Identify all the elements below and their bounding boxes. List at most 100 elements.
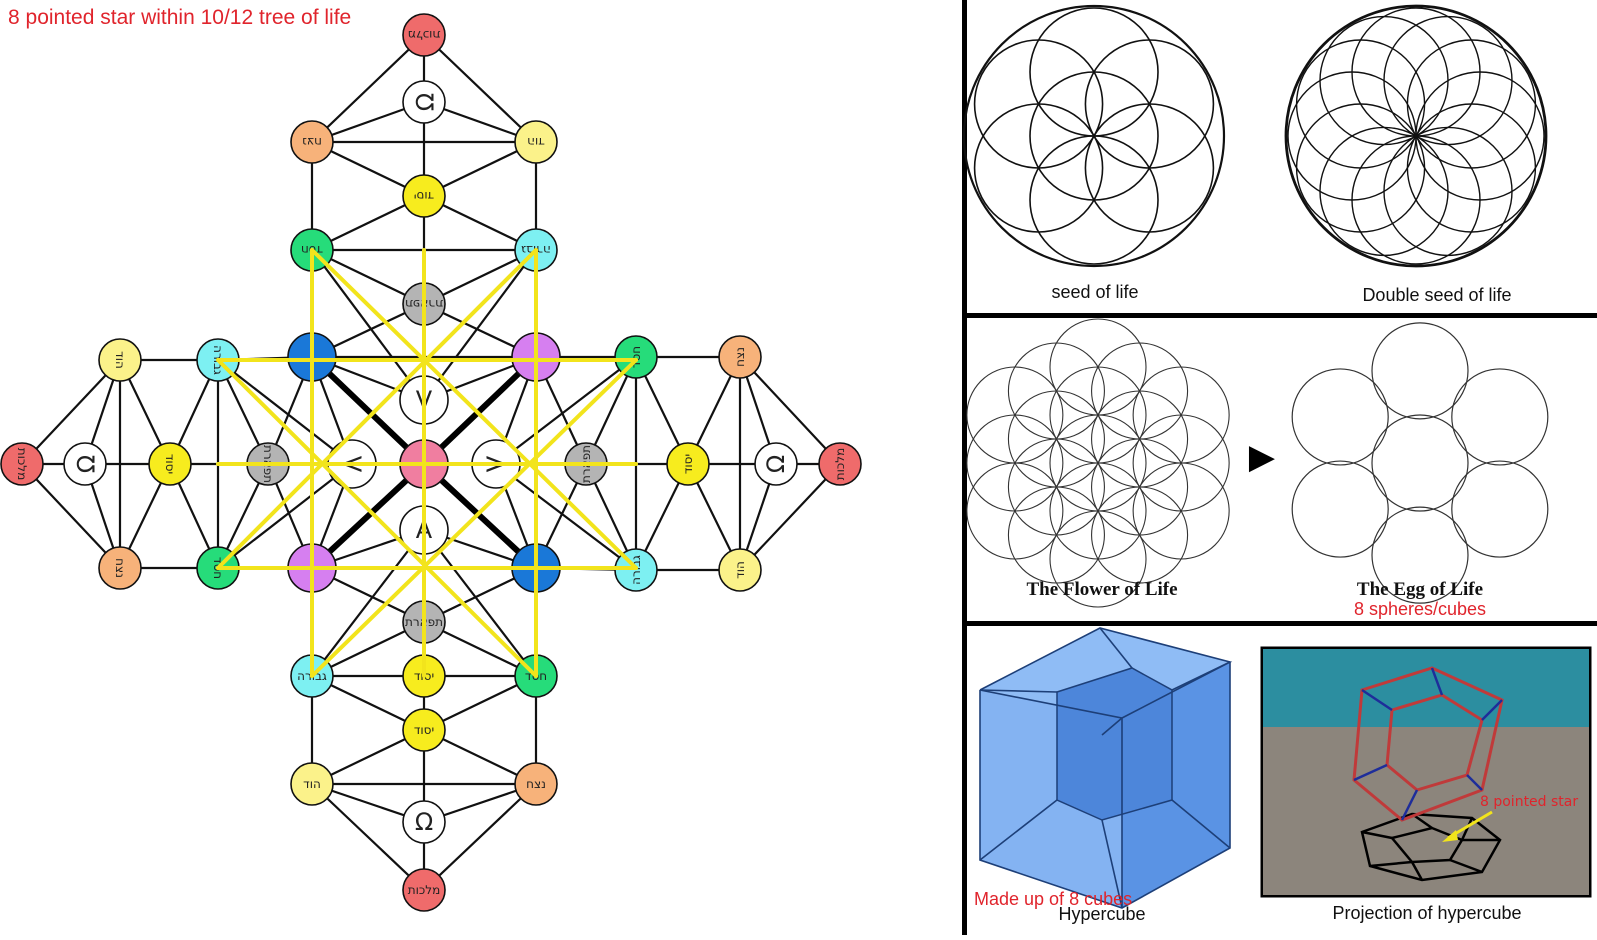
sephira-label: מלכות [408,883,440,897]
hypercube-projection-figure: 8 pointed star [1260,646,1592,898]
star-note-label: 8 pointed star [1480,794,1578,810]
sephira-label: Ʊ [410,93,438,111]
tree-path [217,359,353,465]
sephira-label: נצח [113,558,127,578]
seed-circle [1084,39,1215,169]
seed-circle [1406,39,1537,169]
panel-divider-vertical [962,0,967,935]
seed-circle [1383,15,1513,146]
sephira-node: מלכות [0,442,44,486]
sephira-node: מלכות [818,442,862,486]
tree-path [423,783,537,891]
sephira-label: הוד [527,135,545,149]
flower-circle [1091,486,1189,584]
sephira-node: Ω [402,800,446,844]
tree-path [21,463,121,569]
right-figures: ▶ [962,4,1592,909]
star-line [310,248,638,570]
sephira-label: יסוד [163,454,177,474]
star-line [216,358,538,678]
sephira-label: Ʊ [71,455,99,473]
sephira-label: הוד [733,561,747,579]
sephira-node: הוד [514,120,558,164]
sephira-node: יסוד [666,442,710,486]
tree-path [311,529,425,677]
double-seed-caption: Double seed of life [1362,285,1512,305]
tree-path [217,463,353,569]
sephira-label: נצח [526,777,546,791]
sephira-node: Ʊ [63,442,107,486]
sephira-label: מלכות [408,28,440,42]
sephira-node: נצח [290,120,334,164]
panel-divider-2 [967,621,1597,626]
egg-sphere [1371,506,1469,604]
tree-of-life-panel: 8 pointed star within 10/12 tree of life… [0,6,862,912]
star-line [310,358,638,678]
egg-sphere [1451,368,1549,466]
projection-caption: Projection of hypercube [1332,903,1522,923]
center-diagonal [421,461,539,571]
egg-sphere [1451,460,1549,558]
tree-path [495,463,637,571]
sephira-label: הוד [303,777,321,791]
flower-of-life-figure [966,318,1230,608]
sephira-label: נצח [302,135,322,149]
double-seed-of-life-figure [1284,4,1548,268]
tree-path [311,34,425,143]
tree-path [311,783,425,891]
seed-of-life-figure [962,4,1226,268]
sephira-label: הוד [113,351,127,369]
tree-path [739,463,841,571]
flower-caption: The Flower of Life [1026,579,1178,600]
sephira-label: יסוד [681,454,695,474]
tree-path [311,249,425,401]
sephira-node: הוד [718,548,762,592]
egg-note: 8 spheres/cubes [1353,599,1487,619]
sephira-label: נצח [733,347,747,367]
sephira-node: נצח [514,762,558,806]
sephira-node: יסוד [402,174,446,218]
tree-path [739,356,841,465]
sephira-node: Ʊ [402,80,446,124]
hypercube-caption: Hypercube [1058,904,1146,924]
center-diagonal [309,461,427,571]
sephira-label: מלכות [833,448,847,480]
outer-circle [962,4,1226,268]
seed-caption: seed of life [1051,282,1139,302]
sephira-label: Ω [762,455,790,473]
star-line [216,248,538,570]
egg-sphere [1291,368,1389,466]
tree-of-life-diagram: מלכותƱנצחהודיסודחסדגבורהתפארתיסודיסודהוד… [0,13,862,912]
sephira-node: מלכות [402,13,446,57]
sephira-label: יסוד [414,189,434,203]
egg-sphere [1371,322,1469,420]
right-column: ▶ [962,0,1597,935]
egg-of-life-figure [1291,322,1549,604]
arrow-icon: ▶ [1249,437,1276,477]
sephira-node: יסוד [148,442,192,486]
hypercube-note: Made up of 8 cubes [974,889,1133,909]
tree-path [21,359,121,465]
panel-divider-1 [967,313,1597,318]
sephira-node: יסוד [402,708,446,752]
tree-path [423,529,537,677]
diagram-title: 8 pointed star within 10/12 tree of life [8,6,352,29]
sephira-label: יסוד [414,723,434,737]
sephira-node: נצח [98,546,142,590]
sephira-label: Ω [415,808,433,836]
tree-path [423,249,537,401]
sephira-node: הוד [290,762,334,806]
egg-caption: The Egg of Life [1356,579,1484,600]
tree-path [495,356,637,465]
center-diagonal [309,354,427,467]
sephira-node: נצח [718,335,762,379]
sephira-node: מלכות [402,868,446,912]
tree-path [423,34,537,143]
outer-circle [1284,4,1548,268]
eight-pointed-star [216,248,638,678]
hypercube-figure [979,627,1233,909]
egg-sphere [1291,460,1389,558]
sephira-label: מלכות [15,448,29,480]
sephira-node: הוד [98,338,142,382]
egg-sphere [1371,414,1469,512]
